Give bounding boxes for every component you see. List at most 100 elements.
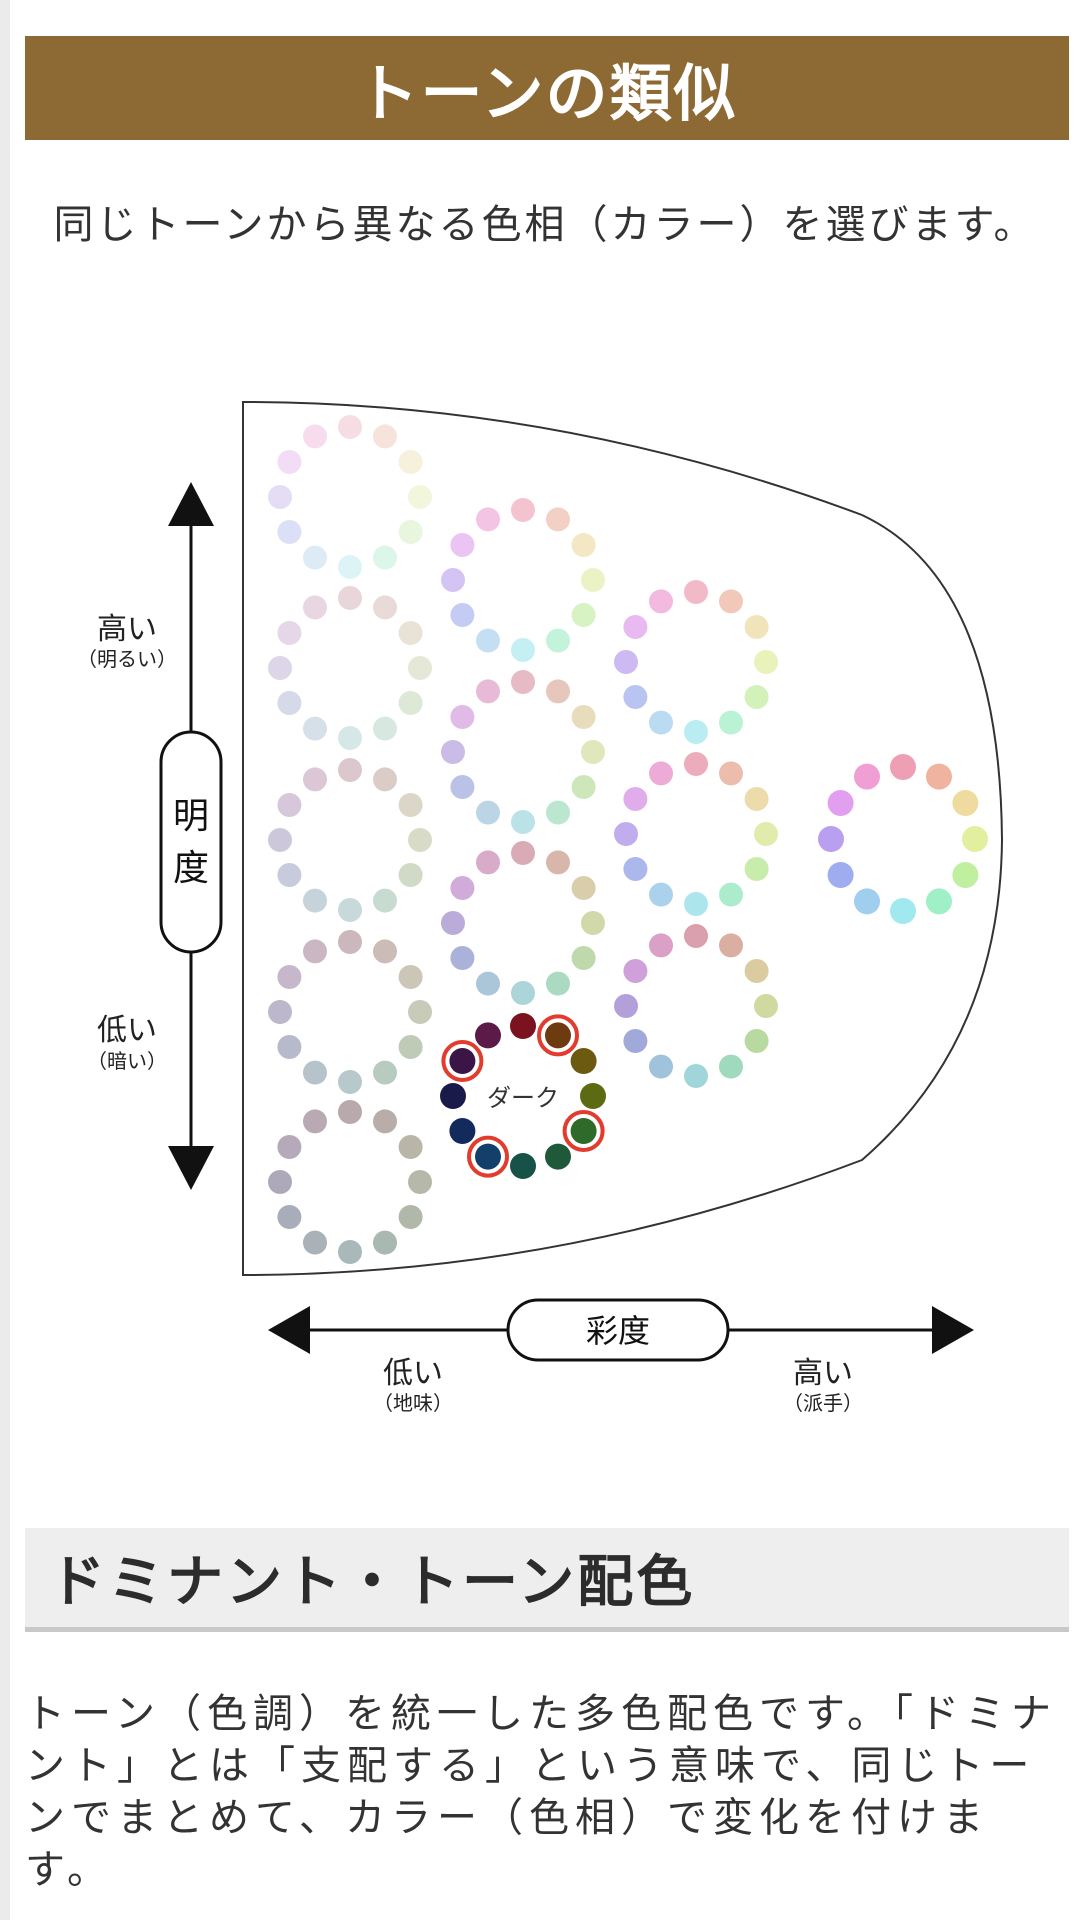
tone-dot [571, 603, 596, 627]
tone-dot [338, 898, 362, 922]
tone-dot [268, 828, 292, 852]
tone-dot [450, 946, 475, 970]
tone-dot [649, 761, 673, 786]
tone-dot [744, 1029, 769, 1053]
tone-diagram: 明 度 高い （明るい） 低い （暗い） 彩度 低い （地味） 高い （派手） … [77, 400, 1004, 1415]
tone-dot [649, 933, 673, 958]
tone-dot [581, 740, 605, 764]
tone-dot [818, 826, 844, 852]
tone-dot [268, 1170, 292, 1194]
tone-dot [338, 555, 362, 579]
tone-dot [408, 485, 432, 509]
tone-rings [268, 415, 988, 1264]
tone-dot [546, 800, 570, 825]
tone-dot [338, 415, 362, 439]
tone-dot [441, 911, 465, 935]
tone-dot [303, 595, 327, 620]
tone-ring [268, 415, 432, 579]
tone-dot [408, 656, 432, 680]
tone-dot [450, 533, 475, 557]
saturation-high-note: （派手） [783, 1391, 863, 1415]
tone-dot [373, 1109, 397, 1134]
tone-dot [719, 710, 743, 735]
tone-dot [546, 628, 570, 653]
saturation-high-label: 高い [793, 1356, 853, 1391]
tone-dot [398, 863, 423, 887]
tone-dot [268, 485, 292, 509]
saturation-label: 彩度 [586, 1312, 650, 1350]
tone-dot [450, 775, 475, 799]
tone-dot [854, 888, 880, 915]
tone-dot [303, 1230, 327, 1255]
tone-dot [476, 679, 500, 704]
body-paragraph: トーン（色調）を統一した多色配色です。「ドミナント」とは「支配する」という意味で… [25, 1691, 1057, 1893]
tone-dot [684, 924, 708, 948]
tone-dot [398, 450, 423, 474]
tone-dot [649, 1054, 673, 1079]
tone-dot [684, 752, 708, 776]
tone-dot [408, 1170, 432, 1194]
tone-dot [398, 1035, 423, 1059]
section-heading-text: ドミナント・トーン配色 [49, 1550, 696, 1615]
tone-dot [546, 850, 570, 875]
selection-ring [562, 1110, 605, 1152]
tone-dot [373, 424, 397, 449]
tone-dot [854, 763, 880, 790]
tone-dot [398, 793, 423, 817]
tone-dot [338, 586, 362, 610]
tone-dot [373, 888, 397, 913]
tone-dot [398, 965, 423, 989]
tone-dot [744, 685, 769, 709]
tone-dot [373, 595, 397, 620]
tone-dot [303, 1060, 327, 1085]
tone-dot [581, 911, 605, 935]
tone-dot [268, 656, 292, 680]
tone-dot [571, 775, 596, 799]
tone-dot [303, 767, 327, 792]
tone-dot [962, 826, 988, 852]
page-edge [0, 0, 10, 1920]
tone-ring [268, 758, 432, 922]
tone-dot [614, 994, 638, 1018]
tone-ring [268, 1100, 432, 1264]
tone-dot [338, 758, 362, 782]
tone-dot [338, 1240, 362, 1264]
tone-dot [398, 1205, 423, 1229]
tone-dot [398, 621, 423, 645]
tone-dot [649, 882, 673, 907]
tone-dot [827, 862, 854, 888]
tone-dot [614, 650, 638, 674]
tone-dot [719, 589, 743, 614]
tone-dot [450, 603, 475, 627]
dark-tone-dot [449, 1118, 476, 1144]
tone-dot [476, 628, 500, 653]
selection-ring [537, 1014, 579, 1057]
intro-paragraph: 同じトーンから異なる色相（カラー）を選びます。 [53, 202, 1037, 248]
tone-dot [719, 761, 743, 786]
dark-tone-dot [570, 1048, 597, 1074]
tone-dot [614, 822, 638, 846]
tone-dot [719, 1054, 743, 1079]
tone-dot [303, 424, 327, 449]
tone-dot [450, 876, 475, 900]
tone-dot [926, 888, 952, 915]
dark-tone-dot [440, 1083, 466, 1109]
tone-dot [277, 621, 302, 645]
tone-dot [744, 787, 769, 811]
dark-tone-dot [545, 1022, 571, 1049]
tone-dot [546, 507, 570, 532]
dark-tone-dot [545, 1143, 571, 1170]
tone-dot [408, 1000, 432, 1024]
tone-dot [684, 892, 708, 916]
tone-dot [373, 1230, 397, 1255]
tone-dot [303, 939, 327, 964]
tone-dot [303, 1109, 327, 1134]
dark-tone-dot [580, 1083, 606, 1109]
brightness-label-line-1: 明 [173, 796, 209, 837]
tone-dot [277, 1035, 302, 1059]
tone-dot [511, 810, 535, 834]
tone-dot [398, 1135, 423, 1159]
dark-tone-dot [570, 1118, 597, 1144]
tone-dot [926, 763, 952, 790]
tone-dot [623, 857, 648, 881]
